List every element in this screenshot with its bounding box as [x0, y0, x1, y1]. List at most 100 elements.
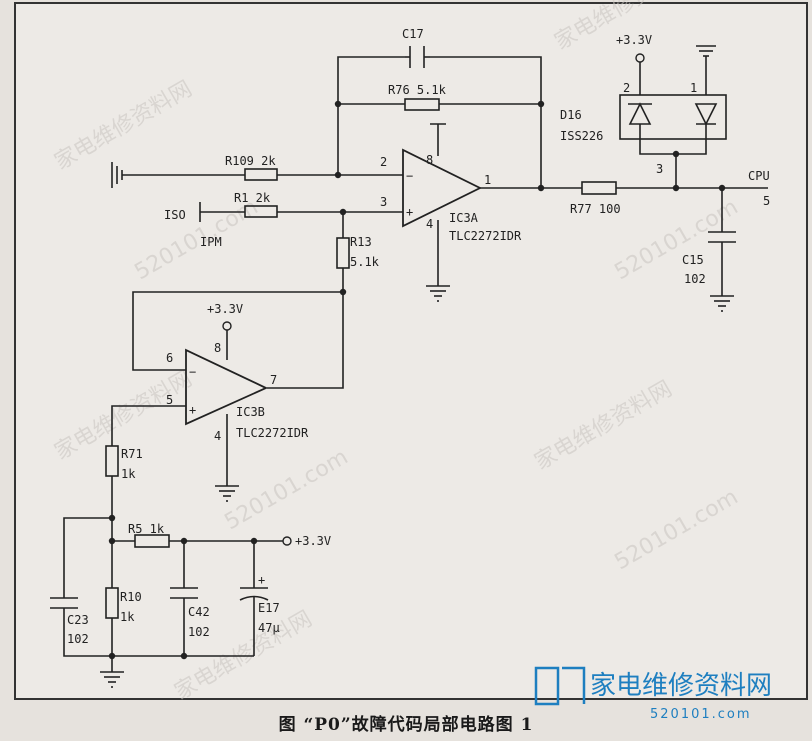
d16-pin-label: 2: [623, 81, 630, 95]
ic3a-name: IC3A: [449, 211, 479, 225]
r77-resistor: [581, 181, 617, 195]
c42-label: C42: [188, 605, 210, 619]
watermark-text: 家电维修资料网: [531, 377, 677, 476]
d16-diode-right: [694, 103, 718, 132]
r71-top-wire: [111, 405, 186, 446]
logo-text: 家电维修资料网: [590, 671, 772, 701]
watermark-url: 520101.com: [611, 485, 743, 576]
e17-label: E17: [258, 601, 280, 615]
ic3a-vcc-stub: [430, 123, 446, 156]
ground-symbol: [710, 295, 734, 312]
r13-bottom-wire: [267, 268, 344, 389]
ic3b-pin-label: 8: [214, 341, 221, 355]
ic3b-part: TLC2272IDR: [236, 426, 309, 440]
c23-value: 102: [67, 632, 89, 646]
ic3a-part: TLC2272IDR: [449, 229, 522, 243]
junction-dot: [108, 652, 116, 660]
r10-resistor: [105, 587, 119, 619]
junction-dot: [537, 184, 545, 192]
d16-package: [619, 94, 727, 140]
ic3b-opamp: [185, 348, 269, 426]
d16-name: D16: [560, 108, 582, 122]
watermark-url: 520101.com: [221, 445, 353, 536]
d16-vcc-label: +3.3V: [616, 33, 652, 47]
r71-value: 1k: [121, 467, 136, 481]
e17-polarity: +: [258, 573, 265, 587]
ground-symbol: [215, 485, 239, 502]
r5-resistor: [134, 534, 170, 548]
ic3b-vcc-terminal: [222, 321, 232, 331]
ic3a-pin-label: 2: [380, 155, 387, 169]
ic3a-pin-label: 1: [484, 173, 491, 187]
junction-dot: [180, 652, 188, 660]
c42-capacitor: [170, 587, 198, 599]
ground-symbol: [426, 285, 450, 302]
c23-capacitor: [50, 597, 78, 609]
cpu-label: CPU: [748, 169, 770, 183]
cpu-pin-label: 5: [763, 194, 770, 208]
diagram-frame: [14, 2, 808, 700]
r109-resistor: [244, 168, 278, 181]
r5-vcc-label: +3.3V: [295, 534, 331, 548]
d16-top-ground: [696, 45, 716, 95]
junction-dot: [537, 100, 545, 108]
c23-label: C23: [67, 613, 89, 627]
c15-value: 102: [684, 272, 706, 286]
d16-pin-label: 3: [656, 162, 663, 176]
r71-label: R71: [121, 447, 143, 461]
r13-value: 5.1k: [350, 255, 380, 269]
ic3a-opamp: [402, 148, 483, 228]
d16-common-wire: [639, 132, 707, 155]
d16-vcc-terminal: [635, 53, 645, 63]
e17-value: 47μ: [258, 621, 280, 635]
r13-label: R13: [350, 235, 372, 249]
r109-label: R109 2k: [225, 154, 276, 168]
site-logo: 家电维修资料网 520101.com: [534, 666, 772, 722]
watermark-text: 家电维修资料网: [51, 77, 197, 176]
r10-value: 1k: [120, 610, 135, 624]
figure-caption: 图 “P0”故障代码局部电路图 1: [278, 715, 534, 735]
ground-symbol: [100, 671, 124, 688]
ic3a-pin-label: 4: [426, 217, 433, 231]
ground-symbol: [111, 162, 123, 188]
c17-capacitor: [405, 46, 430, 68]
ic3b-pin-label: 7: [270, 373, 277, 387]
watermark-url: 520101.com: [131, 195, 263, 286]
ic3a-minus: −: [406, 169, 413, 183]
r1-label: R1 2k: [234, 191, 271, 205]
ic3a-pin-label: 8: [426, 153, 433, 167]
logo-mark: [534, 666, 586, 706]
ic3a-plus: +: [406, 205, 413, 219]
r10-label: R10: [120, 590, 142, 604]
r71-resistor: [105, 445, 119, 477]
ic3b-minus: −: [189, 365, 196, 379]
c23-top-wire: [63, 517, 112, 598]
bottom-ground-rail: [63, 608, 254, 657]
ic3a-pin-label: 3: [380, 195, 387, 209]
ic3b-pin-label: 4: [214, 429, 221, 443]
c17-right-wire: [430, 56, 542, 189]
d16-diode-left: [628, 102, 652, 132]
r5-label: R5 1k: [128, 522, 165, 536]
ic3b-vcc-label: +3.3V: [207, 302, 243, 316]
c42-value: 102: [188, 625, 210, 639]
iso-label: ISO: [164, 208, 186, 222]
c17-left-wire: [337, 56, 405, 104]
r76-label: R76 5.1k: [388, 83, 447, 97]
d16-pin-label: 1: [690, 81, 697, 95]
junction-dot: [672, 150, 680, 158]
d16-part: ISS226: [560, 129, 603, 143]
logo-url: 520101.com: [650, 707, 752, 722]
ic3b-feedback-wire: [132, 291, 343, 371]
c17-label: C17: [402, 27, 424, 41]
c15-label: C15: [682, 253, 704, 267]
ic3b-pin-label: 5: [166, 393, 173, 407]
r5-vcc-terminal: [282, 536, 292, 546]
ic3b-name: IC3B: [236, 405, 265, 419]
ipm-label: IPM: [200, 235, 222, 249]
ic3b-plus: +: [189, 403, 196, 417]
r13-resistor: [336, 237, 350, 269]
r77-label: R77 100: [570, 202, 621, 216]
r76-resistor: [404, 98, 440, 111]
